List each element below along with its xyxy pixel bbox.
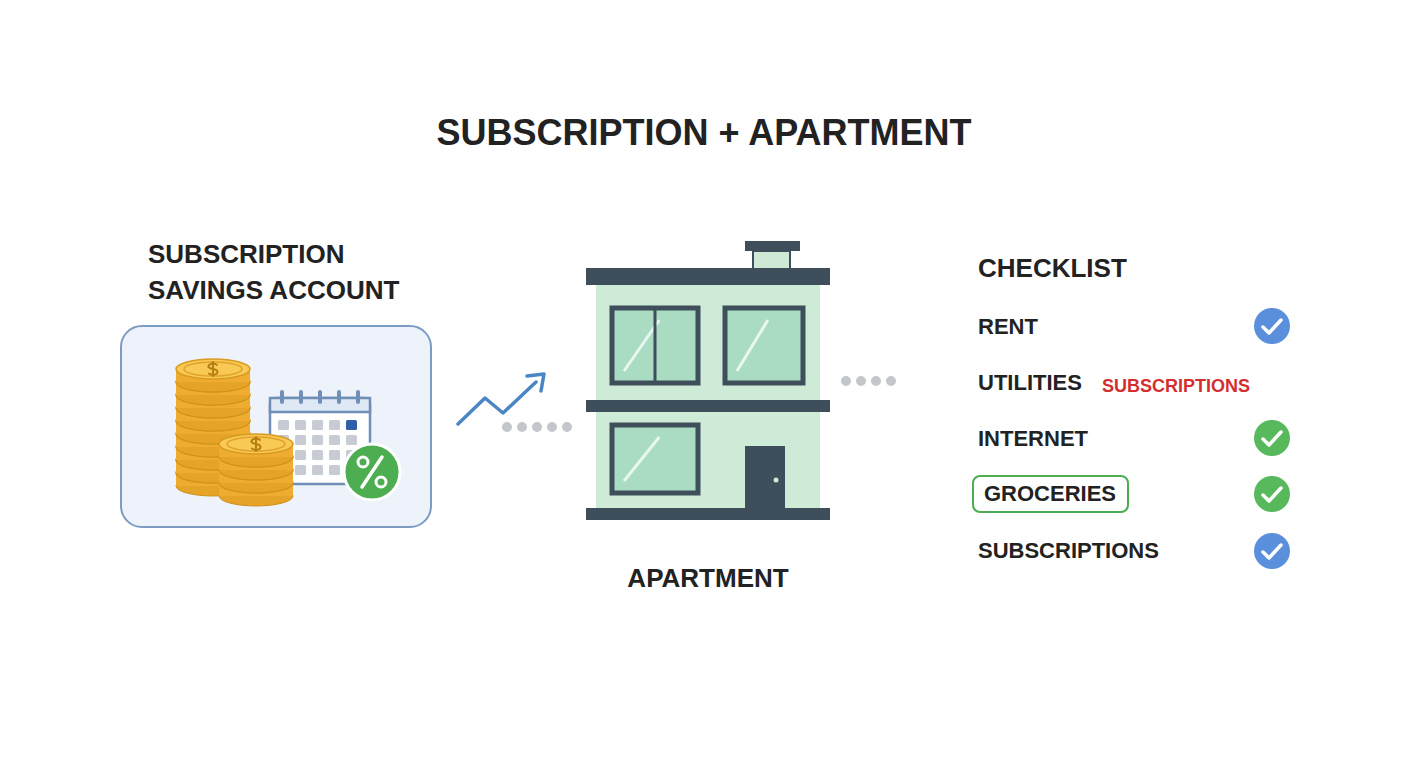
window-mullion xyxy=(764,308,765,383)
chimney-cap xyxy=(745,241,800,251)
calendar-day xyxy=(295,435,306,445)
calendar-day xyxy=(295,420,306,430)
calendar-day xyxy=(312,450,323,460)
check-circle xyxy=(1254,476,1290,512)
calendar-day xyxy=(278,420,289,430)
dotted-connector xyxy=(507,422,570,432)
diagram-title: SUBSCRIPTION + APARTMENT xyxy=(0,112,1408,154)
check-circle xyxy=(1254,533,1290,569)
calendar-ring xyxy=(337,390,341,404)
chimney xyxy=(753,251,790,269)
percent-slash xyxy=(362,457,382,487)
coins-calendar-icon xyxy=(122,327,434,530)
calendar-day xyxy=(329,465,340,475)
dotted-connector xyxy=(846,376,905,386)
check-circle xyxy=(1254,308,1290,344)
trend-arrow xyxy=(458,374,544,424)
check-mark xyxy=(1263,432,1281,445)
red-note: SUBSCRIPTIONS xyxy=(1102,375,1250,397)
window-glare xyxy=(624,437,659,481)
calendar-day xyxy=(329,450,340,460)
dollar-symbol xyxy=(252,437,261,451)
calendar-day xyxy=(312,420,323,430)
window xyxy=(725,308,803,383)
check-icons-group xyxy=(1254,308,1290,569)
calendar-marked-day xyxy=(346,420,357,430)
building-icon-group xyxy=(586,241,830,520)
apartment-building: APARTMENT xyxy=(580,236,836,606)
roof xyxy=(586,268,830,285)
trend-line xyxy=(458,382,536,424)
calendar-day xyxy=(329,435,340,445)
building-outline xyxy=(580,236,836,526)
checklist-panel: CHECKLIST GROCERIES RENT UTILITIES SUBSCRIPT… xyxy=(960,245,1310,575)
coin-face xyxy=(219,434,293,454)
calendar-ring xyxy=(280,390,284,404)
window-glare xyxy=(737,320,768,371)
window-mullion xyxy=(654,308,657,383)
coin-inner xyxy=(184,362,242,376)
building-label: APARTMENT xyxy=(580,563,836,593)
percent-dot xyxy=(376,477,386,487)
checklist-item: SUBSCRIPTIONS xyxy=(978,538,1159,564)
calendar-ring xyxy=(356,390,360,404)
door-knob xyxy=(774,478,779,483)
dollar-symbol xyxy=(209,362,218,376)
savings-account-box: SUBSCRIPTION SAVINGS ACCOUNT xyxy=(120,236,433,530)
percent-badge xyxy=(344,444,400,500)
calendar-day xyxy=(346,435,357,445)
box-heading: SUBSCRIPTION SAVINGS ACCOUNT xyxy=(148,236,438,308)
window-mullion xyxy=(655,425,656,493)
door xyxy=(745,446,785,509)
calendar-day xyxy=(329,420,340,430)
building-wall xyxy=(596,284,820,510)
base xyxy=(586,508,830,520)
calendar-ring xyxy=(318,390,322,404)
checklist-item: RENT xyxy=(978,314,1038,340)
highlighted-item-box: GROCERIES xyxy=(972,475,1129,513)
checklist-item: INTERNET xyxy=(978,426,1088,452)
check-circle xyxy=(1254,420,1290,456)
check-mark xyxy=(1263,488,1281,501)
coins-calendar-icon-group xyxy=(176,359,400,506)
building-icon xyxy=(580,236,836,526)
coin-inner xyxy=(227,437,285,451)
percent-dot xyxy=(358,457,368,467)
trend-arrowhead xyxy=(527,374,544,391)
calendar-day xyxy=(295,465,306,475)
coin-face xyxy=(176,359,250,379)
checklist-item: UTILITIES xyxy=(978,370,1082,396)
calendar-day xyxy=(295,450,306,460)
rounded-panel xyxy=(120,325,432,528)
floor-band xyxy=(586,400,830,412)
check-mark xyxy=(1263,545,1281,558)
checklist-item: GROCERIES xyxy=(984,481,1117,507)
calendar-day xyxy=(312,465,323,475)
calendar-day xyxy=(312,435,323,445)
calendar-ring xyxy=(299,390,303,404)
window xyxy=(612,425,698,493)
check-mark xyxy=(1263,320,1281,333)
checklist-heading: CHECKLIST xyxy=(978,253,1278,283)
window xyxy=(612,308,698,383)
check-icons xyxy=(960,245,1310,575)
